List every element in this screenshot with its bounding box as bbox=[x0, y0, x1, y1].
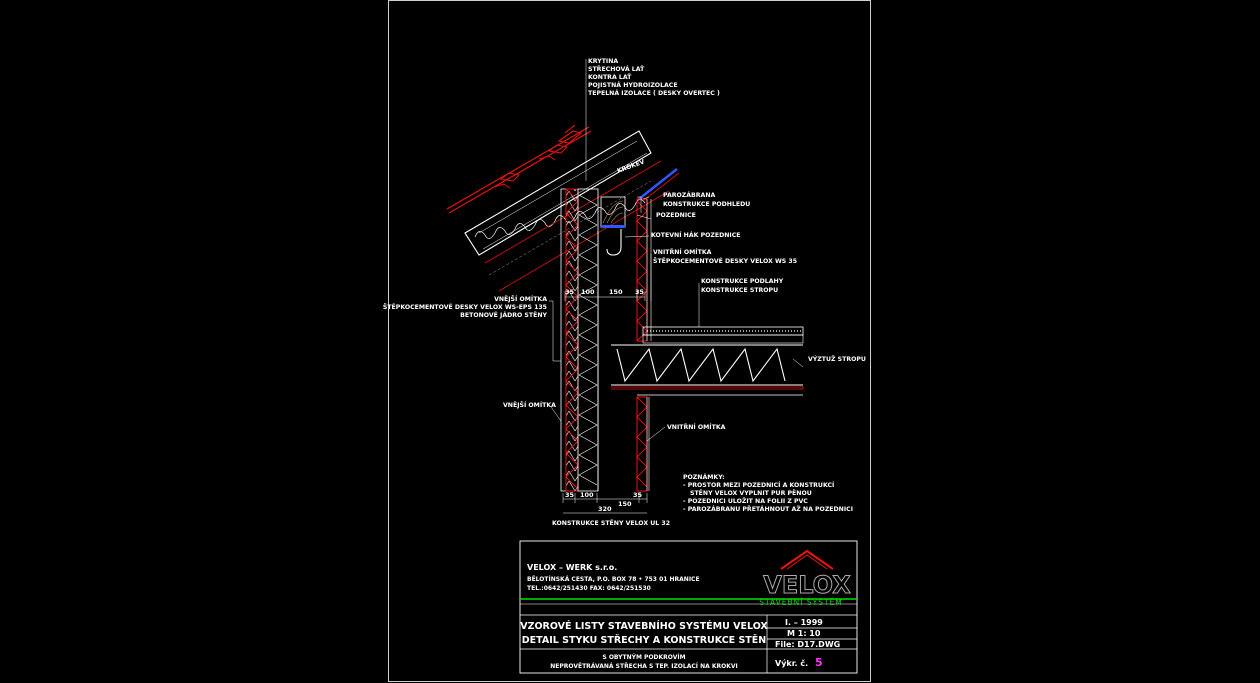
dim-bottom-150: 150 bbox=[618, 500, 632, 508]
dim-top-150: 150 bbox=[609, 288, 623, 296]
dim-top-100: 100 bbox=[581, 288, 595, 296]
title-block: VELOX – WERK s.r.o. BĚLOTÍNSKÁ CESTA, P.… bbox=[519, 540, 858, 674]
note-1: STĚNY VELOX VYPLNIT PUR PĚNOU bbox=[690, 488, 812, 497]
label-kotevni-hak: KOTEVNÍ HÁK POZEDNICE bbox=[651, 230, 740, 239]
label-konstrukce-podlahy: KONSTRUKCE PODLAHY bbox=[701, 278, 784, 285]
label-roof-0: KRYTINA bbox=[588, 58, 618, 65]
floor-section bbox=[611, 326, 804, 396]
subtitle-line-1: S OBYTNÝM PODKROVÍM bbox=[602, 653, 685, 661]
label-konstrukce-stropu: KONSTRUKCE STROPU bbox=[701, 287, 778, 294]
dim-top-35a: 35 bbox=[565, 288, 575, 296]
dim-total: 320 bbox=[598, 505, 612, 513]
tb-date: I. – 1999 bbox=[785, 618, 823, 627]
title-line-1: VZOROVÉ LISTY STAVEBNÍHO SYSTÉMU VELOX bbox=[520, 620, 768, 632]
label-vnejsi-omitka-lower: VNĚJŠÍ OMÍTKA bbox=[503, 400, 556, 409]
label-roof-4: TEPELNÁ IZOLACE ( DESKY OVERTEC ) bbox=[588, 88, 720, 97]
wall-section bbox=[560, 188, 652, 492]
velox-logo: VELOX STAVEBNÍ SYSTÉM bbox=[759, 549, 852, 607]
roof-section bbox=[446, 124, 680, 292]
label-roof-2: KONTRA LAŤ bbox=[588, 72, 632, 81]
dim-bottom-35a: 35 bbox=[565, 491, 575, 499]
tb-vykr-label: Výkr. č. bbox=[775, 658, 808, 668]
label-parozabrana: PAROZÁBRANA bbox=[663, 190, 716, 199]
company-address: BĚLOTÍNSKÁ CESTA, P.O. BOX 78 • 753 01 H… bbox=[527, 575, 700, 583]
label-vnejsi-omitka-top: VNĚJŠÍ OMÍTKA bbox=[494, 294, 547, 303]
company-tel: TEL.:0642/251430 FAX: 0642/251530 bbox=[527, 585, 651, 592]
company-name: VELOX – WERK s.r.o. bbox=[527, 563, 617, 572]
label-pozednice: POZEDNICE bbox=[656, 212, 696, 219]
tb-file: File: D17.DWG bbox=[775, 640, 840, 649]
note-3: - PAROZÁBRANU PŘETÁHNOUT AŽ NA POZEDNICI bbox=[683, 504, 853, 513]
leader-lines bbox=[549, 59, 804, 442]
label-ws-eps: ŠTĚPKOCEMENTOVÉ DESKY VELOX WS-EPS 135 bbox=[383, 302, 547, 311]
detail-drawing: KRYTINA STŘECHOVÁ LAŤ KONTRA LAŤ POJISTN… bbox=[383, 58, 866, 674]
tb-scale: M 1: 10 bbox=[787, 629, 821, 638]
dim-top-35b: 35 bbox=[635, 288, 645, 296]
note-0: - PROSTOR MEZI POZEDNICÍ A KONSTRUKCÍ bbox=[683, 480, 835, 489]
wall-caption: KONSTRUKCE STĚNY VELOX UL 32 bbox=[552, 518, 670, 527]
roof-labels: KRYTINA STŘECHOVÁ LAŤ KONTRA LAŤ POJISTN… bbox=[588, 58, 720, 97]
subtitle-line-2: NEPROVĚTRÁVANÁ STŘECHA S TEP. IZOLACÍ NA… bbox=[550, 662, 737, 670]
label-ws35: ŠTĚPKOCEMENTOVÉ DESKY VELOX WS 35 bbox=[653, 256, 797, 265]
dim-bottom-35b: 35 bbox=[633, 491, 643, 499]
label-vnitrni-omitka-top: VNITŘNÍ OMÍTKA bbox=[653, 247, 712, 256]
dim-lines-bottom bbox=[562, 493, 648, 514]
label-roof-3: POJISTNÁ HYDROIZOLACE bbox=[588, 80, 678, 89]
label-podhled: KONSTRUKCE PODHLEDU bbox=[663, 201, 750, 208]
label-vnitrni-omitka-lower: VNITŘNÍ OMÍTKA bbox=[667, 422, 726, 431]
logo-subtitle: STAVEBNÍ SYSTÉM bbox=[759, 598, 843, 607]
notes-title: POZNÁMKY: bbox=[683, 472, 725, 481]
logo-text: VELOX bbox=[763, 571, 851, 599]
dim-bottom-100: 100 bbox=[580, 491, 594, 499]
tb-vykr-number: 5 bbox=[815, 656, 823, 669]
notes: POZNÁMKY: - PROSTOR MEZI POZEDNICÍ A KON… bbox=[683, 472, 853, 513]
drawing-sheet: KRYTINA STŘECHOVÁ LAŤ KONTRA LAŤ POJISTN… bbox=[383, 0, 871, 682]
note-2: - POZEDNICI ULOŽIT NA FOLII Z PVC bbox=[683, 496, 808, 505]
dim-lines-top bbox=[564, 291, 646, 301]
label-betonove-jadro: BETONOVÉ JÁDRO STĚNY bbox=[460, 310, 547, 319]
label-vyztuz-stropu: VÝZTUŽ STROPU bbox=[808, 354, 866, 363]
title-line-2: DETAIL STYKU STŘECHY A KONSTRUKCE STĚN bbox=[522, 634, 767, 646]
label-roof-1: STŘECHOVÁ LAŤ bbox=[588, 64, 645, 73]
